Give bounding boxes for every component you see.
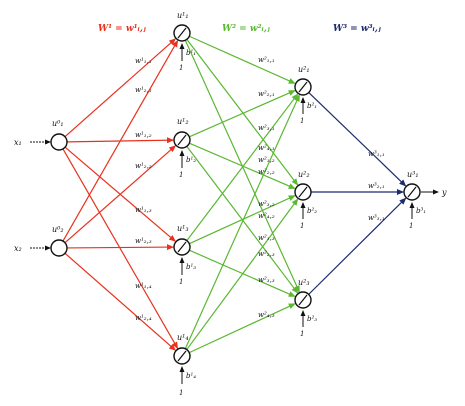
hidden1-node-1-label: u¹₁ (177, 11, 189, 20)
hidden2-one-1: 1 (300, 117, 304, 125)
weight1-label-3: w¹₁,₂ (135, 131, 152, 139)
edge1-1-1 (64, 38, 177, 138)
weight2-label-9: w²₁,₃ (258, 234, 275, 242)
weight1-label-1: w¹₁,₁ (135, 57, 152, 65)
hidden1-node-2: u¹₂ b¹₂ 1 (173, 117, 196, 179)
weight2-label-2: w²₂,₁ (258, 90, 275, 98)
header-w2: W² = w²ᵢ,ⱼ (222, 24, 270, 34)
weight2-label-5: w²₁,₂ (258, 156, 275, 164)
layer1-weight-labels: w¹₁,₁ w¹₂,₁ w¹₁,₂ w¹₂,₂ w¹₁,₃ w¹₂,₃ w¹₁,… (135, 57, 152, 322)
weight1-label-4: w¹₂,₂ (135, 162, 152, 170)
edge2-1-2 (186, 39, 299, 186)
hidden1-node-1: u¹₁ b¹₁ 1 (173, 11, 196, 72)
edge2-4-1 (184, 94, 300, 349)
hidden2-bias-2: b²₂ (307, 207, 317, 215)
weight3-label-3: w³₃,₁ (368, 214, 385, 222)
weight1-label-6: w¹₂,₃ (135, 237, 152, 245)
hidden-layer-2: u²₁ b²₁ 1 u²₂ b²₂ 1 u²₃ b²₃ 1 (294, 65, 317, 338)
layer2-weight-labels: w²₁,₁ w²₂,₁ w²₃,₁ w²₄,₁ w²₁,₂ w²₂,₂ w²₃,… (258, 56, 275, 319)
edge2-3-2 (189, 195, 296, 245)
hidden1-one-4: 1 (179, 389, 183, 397)
hidden1-node-4-label: u¹₄ (177, 333, 189, 342)
hidden1-bias-3: b¹₃ (186, 263, 196, 271)
weight1-label-2: w¹₂,₁ (135, 86, 152, 94)
hidden2-node-2: u²₂ b²₂ 1 (294, 170, 317, 230)
edge2-4-2 (186, 198, 299, 350)
input-label-x1: x₁ (14, 138, 22, 147)
weight2-label-1: w²₁,₁ (258, 56, 275, 64)
weight3-label-1: w³₁,₁ (368, 150, 385, 158)
layer3-weight-labels: w³₁,₁ w³₂,₁ w³₃,₁ (368, 150, 385, 222)
edge3-1-1 (308, 92, 407, 187)
weight2-label-4: w²₄,₁ (258, 144, 275, 152)
weight2-label-6: w²₂,₂ (258, 168, 275, 176)
output-one: 1 (409, 222, 413, 230)
edge1-1-4 (62, 148, 179, 350)
hidden2-node-1-label: u²₁ (298, 65, 310, 74)
layer1-edges (62, 38, 179, 351)
hidden1-one-1: 1 (179, 64, 183, 72)
hidden2-node-3-label: u²₃ (298, 278, 310, 287)
edge1-2-1 (62, 39, 179, 242)
weight2-label-8: w²₄,₂ (258, 212, 275, 220)
weight2-label-10: w²₂,₃ (258, 250, 275, 258)
weight2-label-12: w²₄,₃ (258, 311, 275, 319)
hidden1-node-3: u¹₃ b¹₃ 1 (173, 224, 196, 286)
input-label-x2: x₂ (14, 244, 22, 253)
hidden1-bias-2: b¹₂ (186, 156, 196, 164)
edge1-2-3 (66, 244, 175, 251)
weight2-label-11: w²₃,₃ (258, 276, 275, 284)
hidden1-node-4: u¹₄ b¹₄ 1 (173, 333, 196, 397)
hidden2-node-3: u²₃ b²₃ 1 (294, 278, 317, 338)
hidden2-node-1: u²₁ b²₁ 1 (294, 65, 317, 125)
input-node-1-label: u⁰₁ (52, 119, 64, 128)
hidden2-one-3: 1 (300, 330, 304, 338)
hidden-layer-1: u¹₁ b¹₁ 1 u¹₂ b¹₂ 1 u¹₃ b¹₃ 1 u¹₄ b¹₄ (173, 11, 196, 397)
input-node-2: u⁰₂ (50, 225, 68, 257)
hidden1-bias-4: b¹₄ (186, 372, 196, 380)
edge2-2-1 (189, 90, 296, 138)
output-label-y: y (441, 188, 447, 197)
edge1-2-4 (64, 252, 176, 351)
edge2-3-3 (189, 249, 296, 297)
layer3-edges (308, 92, 407, 295)
hidden2-node-2-label: u²₂ (298, 170, 310, 179)
weight1-label-8: w¹₂,₄ (135, 314, 152, 322)
weight3-label-2: w³₂,₁ (368, 182, 385, 190)
edge1-2-2 (64, 145, 176, 244)
output-bias: b³₁ (416, 207, 426, 215)
weight1-label-5: w¹₁,₃ (135, 206, 152, 214)
hidden1-bias-1: b¹₁ (186, 49, 196, 57)
weight2-label-7: w²₃,₂ (258, 200, 275, 208)
weight1-label-7: w¹₁,₄ (135, 282, 152, 290)
layer2-edges (184, 35, 300, 354)
hidden1-one-2: 1 (179, 171, 183, 179)
output-node-label: u³₁ (407, 170, 419, 179)
hidden1-one-3: 1 (179, 278, 183, 286)
input-node-1: u⁰₁ (50, 119, 68, 151)
edge2-2-2 (189, 142, 296, 189)
edge2-3-1 (186, 93, 299, 241)
hidden2-one-2: 1 (300, 222, 304, 230)
hidden1-node-3-label: u¹₃ (177, 224, 189, 233)
weight2-label-3: w²₃,₁ (258, 124, 275, 132)
input-node-2-label: u⁰₂ (52, 225, 64, 234)
header-w3: W³ = w³ᵢ,ⱼ (333, 24, 381, 34)
edge2-1-1 (189, 35, 296, 84)
output-node: u³₁ b³₁ 1 y (403, 170, 447, 230)
header-w1: W¹ = w¹ᵢ,ⱼ (98, 24, 146, 34)
edge3-3-1 (308, 197, 407, 295)
hidden2-bias-3: b²₃ (307, 315, 317, 323)
hidden2-bias-1: b²₁ (307, 102, 317, 110)
edge2-4-3 (189, 303, 296, 354)
hidden1-node-2-label: u¹₂ (177, 117, 189, 126)
